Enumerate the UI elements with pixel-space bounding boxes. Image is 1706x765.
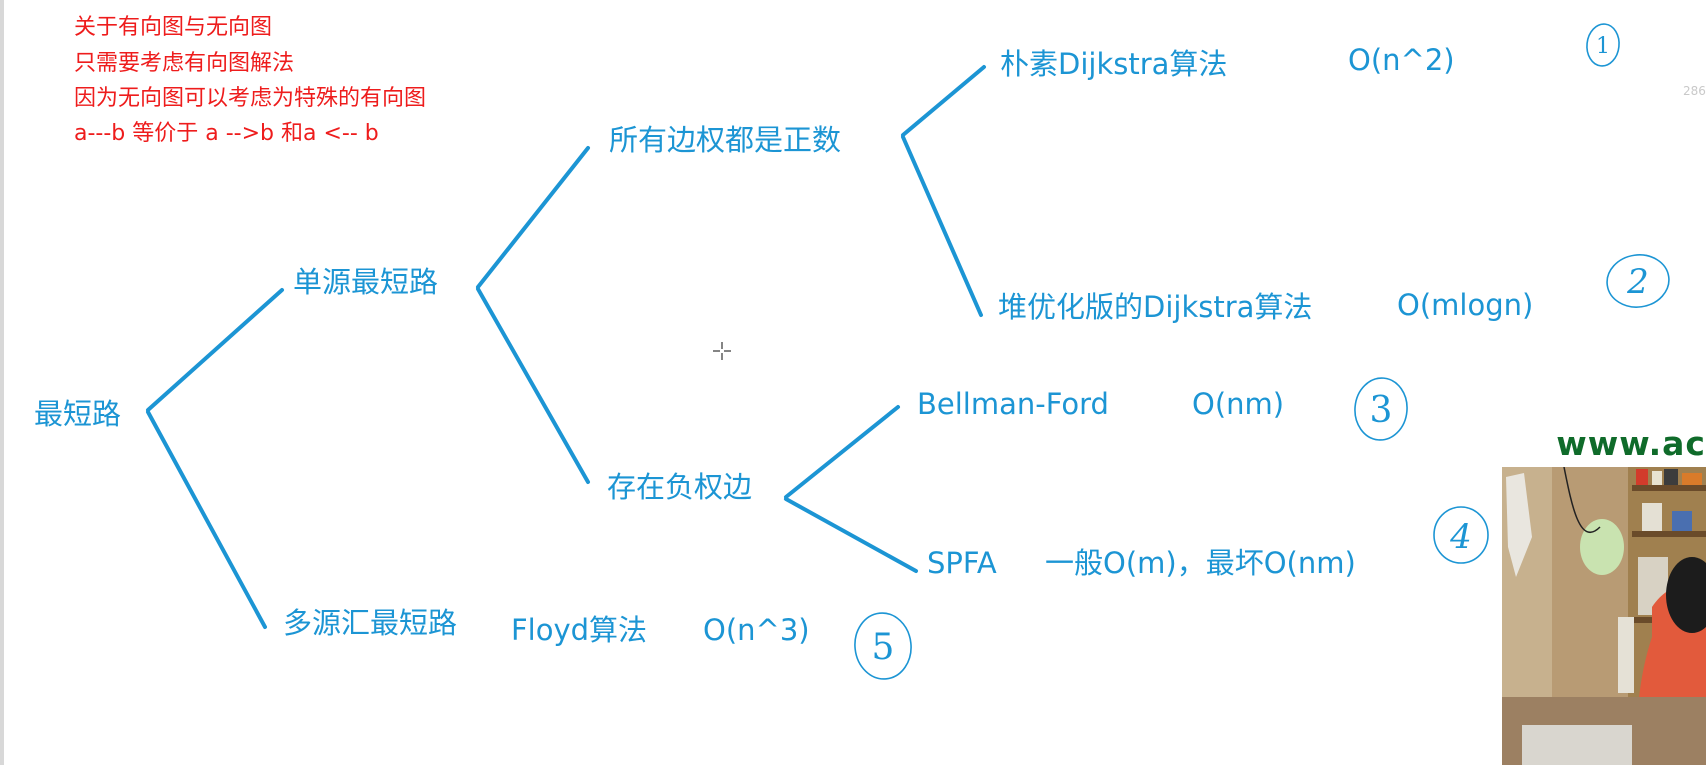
leaf-floyd: Floyd算法 bbox=[511, 613, 648, 647]
leaf-bellman-ford-complexity: O(nm) bbox=[1192, 387, 1285, 421]
node-multi-source: 多源汇最短路 bbox=[283, 606, 458, 640]
edge-single-positive bbox=[476, 146, 590, 289]
marker-1: 1 bbox=[1586, 23, 1620, 67]
marker-3: 3 bbox=[1354, 377, 1408, 441]
edge-positive-heap bbox=[901, 135, 983, 317]
marker-5: 5 bbox=[854, 612, 912, 680]
note-line-1: 关于有向图与无向图 bbox=[74, 15, 273, 40]
marker-2-label: 2 bbox=[1626, 262, 1649, 302]
marker-3-label: 3 bbox=[1370, 390, 1393, 431]
marker-2: 2 bbox=[1606, 254, 1670, 308]
marker-5-label: 5 bbox=[872, 627, 895, 668]
leaf-bellman-ford: Bellman-Ford bbox=[917, 387, 1109, 421]
edge-root-multi bbox=[146, 410, 267, 629]
marker-4: 4 bbox=[1433, 506, 1489, 564]
edge-negative-spfa bbox=[784, 497, 918, 573]
left-window-edge bbox=[0, 0, 4, 765]
node-negative-edges: 存在负权边 bbox=[607, 470, 753, 504]
stray-number: 286 bbox=[1683, 84, 1706, 98]
marker-4-label: 4 bbox=[1449, 517, 1472, 557]
leaf-naive-dijkstra-complexity: O(n^2) bbox=[1348, 43, 1455, 77]
leaf-heap-dijkstra-complexity: O(mlogn) bbox=[1397, 288, 1534, 322]
site-watermark: www.ac bbox=[1556, 424, 1706, 463]
leaf-naive-dijkstra: 朴素Dijkstra算法 bbox=[1000, 47, 1228, 81]
edge-single-negative bbox=[476, 287, 590, 484]
crosshair-cursor-icon bbox=[713, 342, 731, 360]
node-single-source: 单源最短路 bbox=[293, 265, 439, 299]
edge-negative-bellman bbox=[784, 405, 900, 499]
marker-1-label: 1 bbox=[1596, 34, 1610, 59]
leaf-spfa: SPFA bbox=[927, 546, 997, 580]
webcam-overlay bbox=[1502, 467, 1706, 765]
note-line-2: 只需要考虑有向图解法 bbox=[74, 51, 295, 76]
leaf-heap-dijkstra: 堆优化版的Dijkstra算法 bbox=[998, 290, 1313, 324]
leaf-floyd-complexity: O(n^3) bbox=[703, 613, 810, 647]
node-shortest-path: 最短路 bbox=[34, 397, 122, 431]
node-all-positive: 所有边权都是正数 bbox=[609, 123, 842, 157]
edge-root-single bbox=[146, 288, 284, 412]
edge-positive-naive bbox=[901, 65, 986, 137]
note-line-4: a---b 等价于 a -->b 和a <-- b bbox=[74, 121, 379, 146]
webcam-scene bbox=[1502, 467, 1706, 765]
note-line-3: 因为无向图可以考虑为特殊的有向图 bbox=[74, 86, 427, 111]
leaf-spfa-complexity: 一般O(m)，最坏O(nm) bbox=[1045, 546, 1356, 580]
